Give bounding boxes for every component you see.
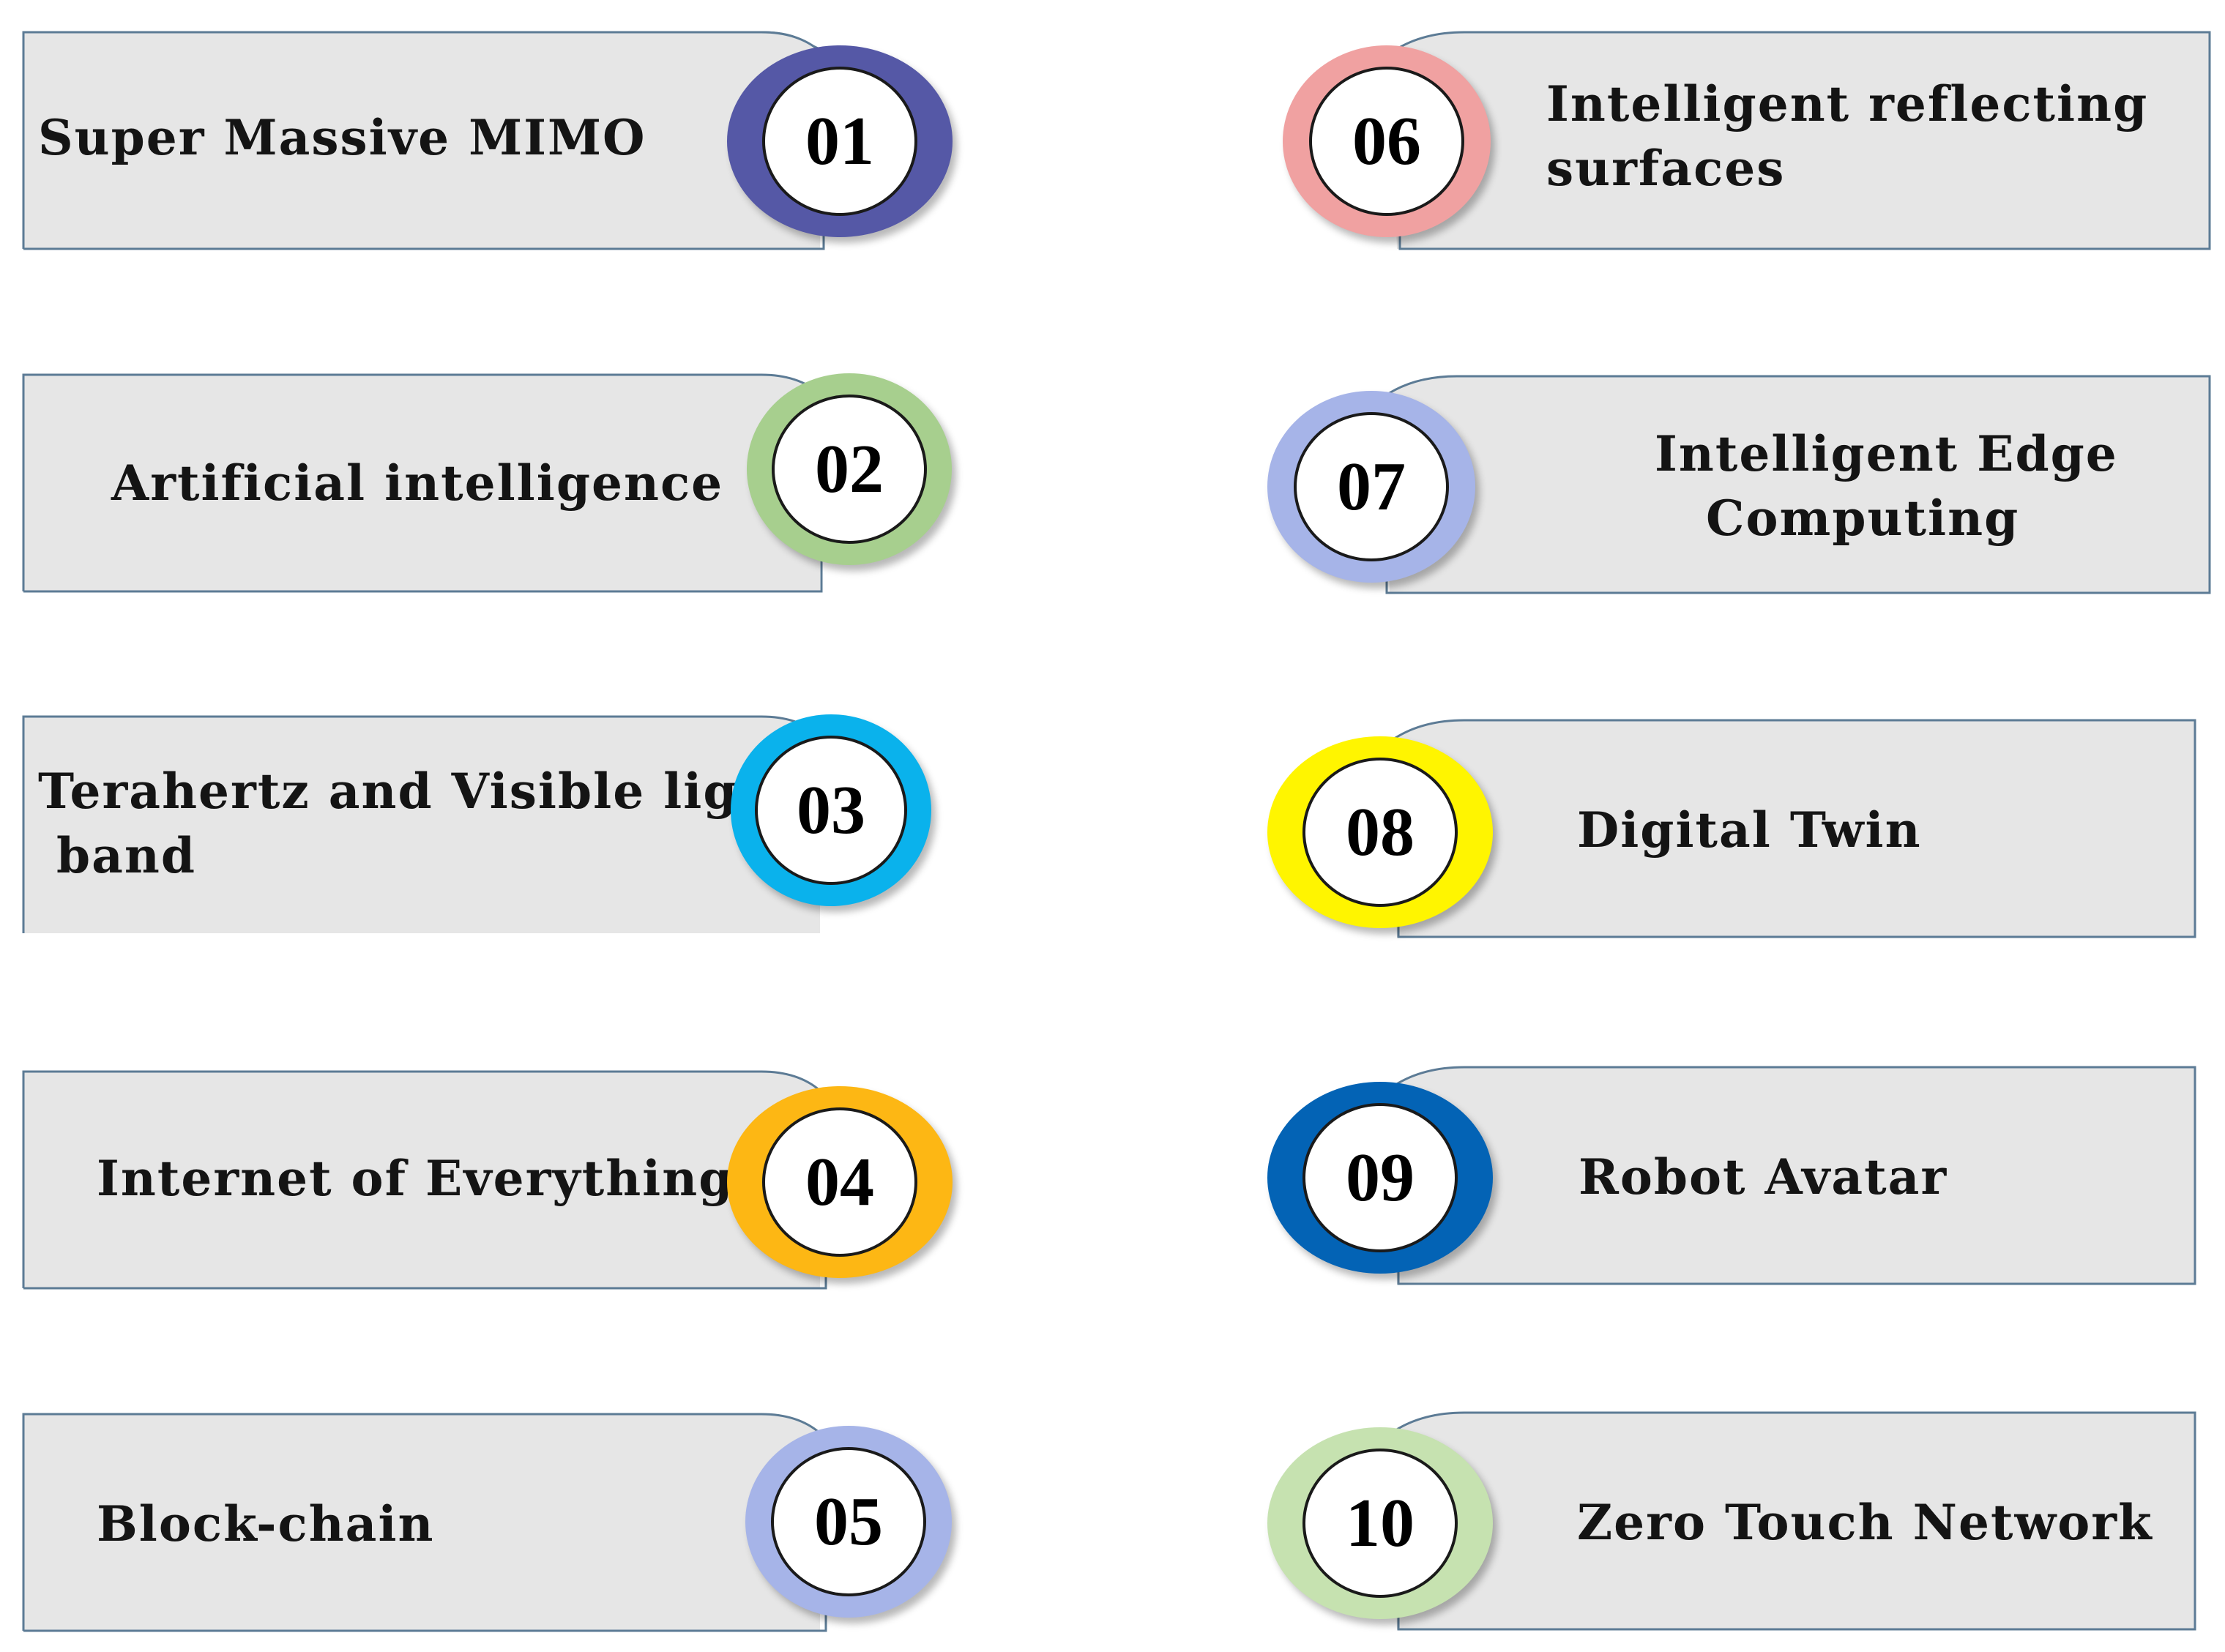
number-badge-04: 04 (727, 1086, 953, 1278)
item-label-line2: surfaces (1546, 140, 1786, 197)
number-badge-07: 07 (1267, 391, 1475, 583)
card-shape (1390, 1411, 2196, 1631)
badge-number: 06 (1352, 103, 1421, 179)
item-card-03: Terahertz and Visible light band (22, 714, 827, 937)
item-label-line2: band (38, 827, 197, 884)
number-badge-03: 03 (731, 714, 931, 906)
badge-number: 05 (814, 1484, 883, 1560)
item-card-07: Intelligent Edge Computing (1383, 373, 2211, 597)
number-badge-09: 09 (1267, 1082, 1493, 1274)
number-badge-02: 02 (747, 373, 952, 565)
card-shape (1383, 375, 2211, 594)
number-badge-06: 06 (1283, 45, 1491, 237)
card-shape (1390, 1066, 2196, 1285)
badge-number: 01 (805, 103, 874, 179)
card-shape (22, 373, 823, 593)
item-label: Super Massive MIMO (38, 109, 646, 166)
item-label-line1: Terahertz and Visible light (38, 763, 799, 820)
item-label-line1: Intelligent Edge (1655, 425, 2118, 482)
badge-number: 02 (815, 431, 884, 507)
card-shape (1390, 719, 2196, 938)
item-label: Internet of Everything (97, 1150, 734, 1207)
item-card-02: Artificial intelligence (22, 372, 827, 595)
item-label-line2: Computing (1706, 490, 2020, 547)
item-card-05: Block-chain (22, 1411, 827, 1634)
item-card-04: Internet of Everything (22, 1069, 827, 1292)
number-badge-05: 05 (745, 1426, 952, 1618)
item-label: Robot Avatar (1579, 1148, 1948, 1206)
badge-number: 09 (1346, 1140, 1415, 1216)
number-badge-01: 01 (727, 45, 953, 237)
item-card-08: Digital Twin (1390, 717, 2196, 941)
card-shape (1390, 31, 2211, 250)
item-label: Zero Touch Network (1577, 1494, 2153, 1551)
badge-number: 08 (1346, 794, 1415, 870)
number-badge-08: 08 (1267, 736, 1493, 928)
item-label-line1: Intelligent reflecting (1546, 75, 2149, 132)
item-card-06: Intelligent reflecting surfaces (1390, 29, 2211, 253)
badge-number: 04 (805, 1144, 874, 1220)
item-card-10: Zero Touch Network (1390, 1410, 2196, 1633)
badge-number: 07 (1337, 449, 1406, 525)
item-label: Digital Twin (1577, 801, 1922, 859)
item-card-09: Robot Avatar (1390, 1064, 2196, 1287)
item-label: Artificial intelligence (111, 455, 724, 512)
badge-number: 03 (797, 772, 865, 848)
item-card-01: Super Massive MIMO (22, 29, 828, 253)
badge-number: 10 (1346, 1485, 1415, 1561)
card-shape (22, 31, 828, 250)
item-label: Block-chain (97, 1495, 435, 1552)
number-badge-10: 10 (1267, 1427, 1493, 1619)
